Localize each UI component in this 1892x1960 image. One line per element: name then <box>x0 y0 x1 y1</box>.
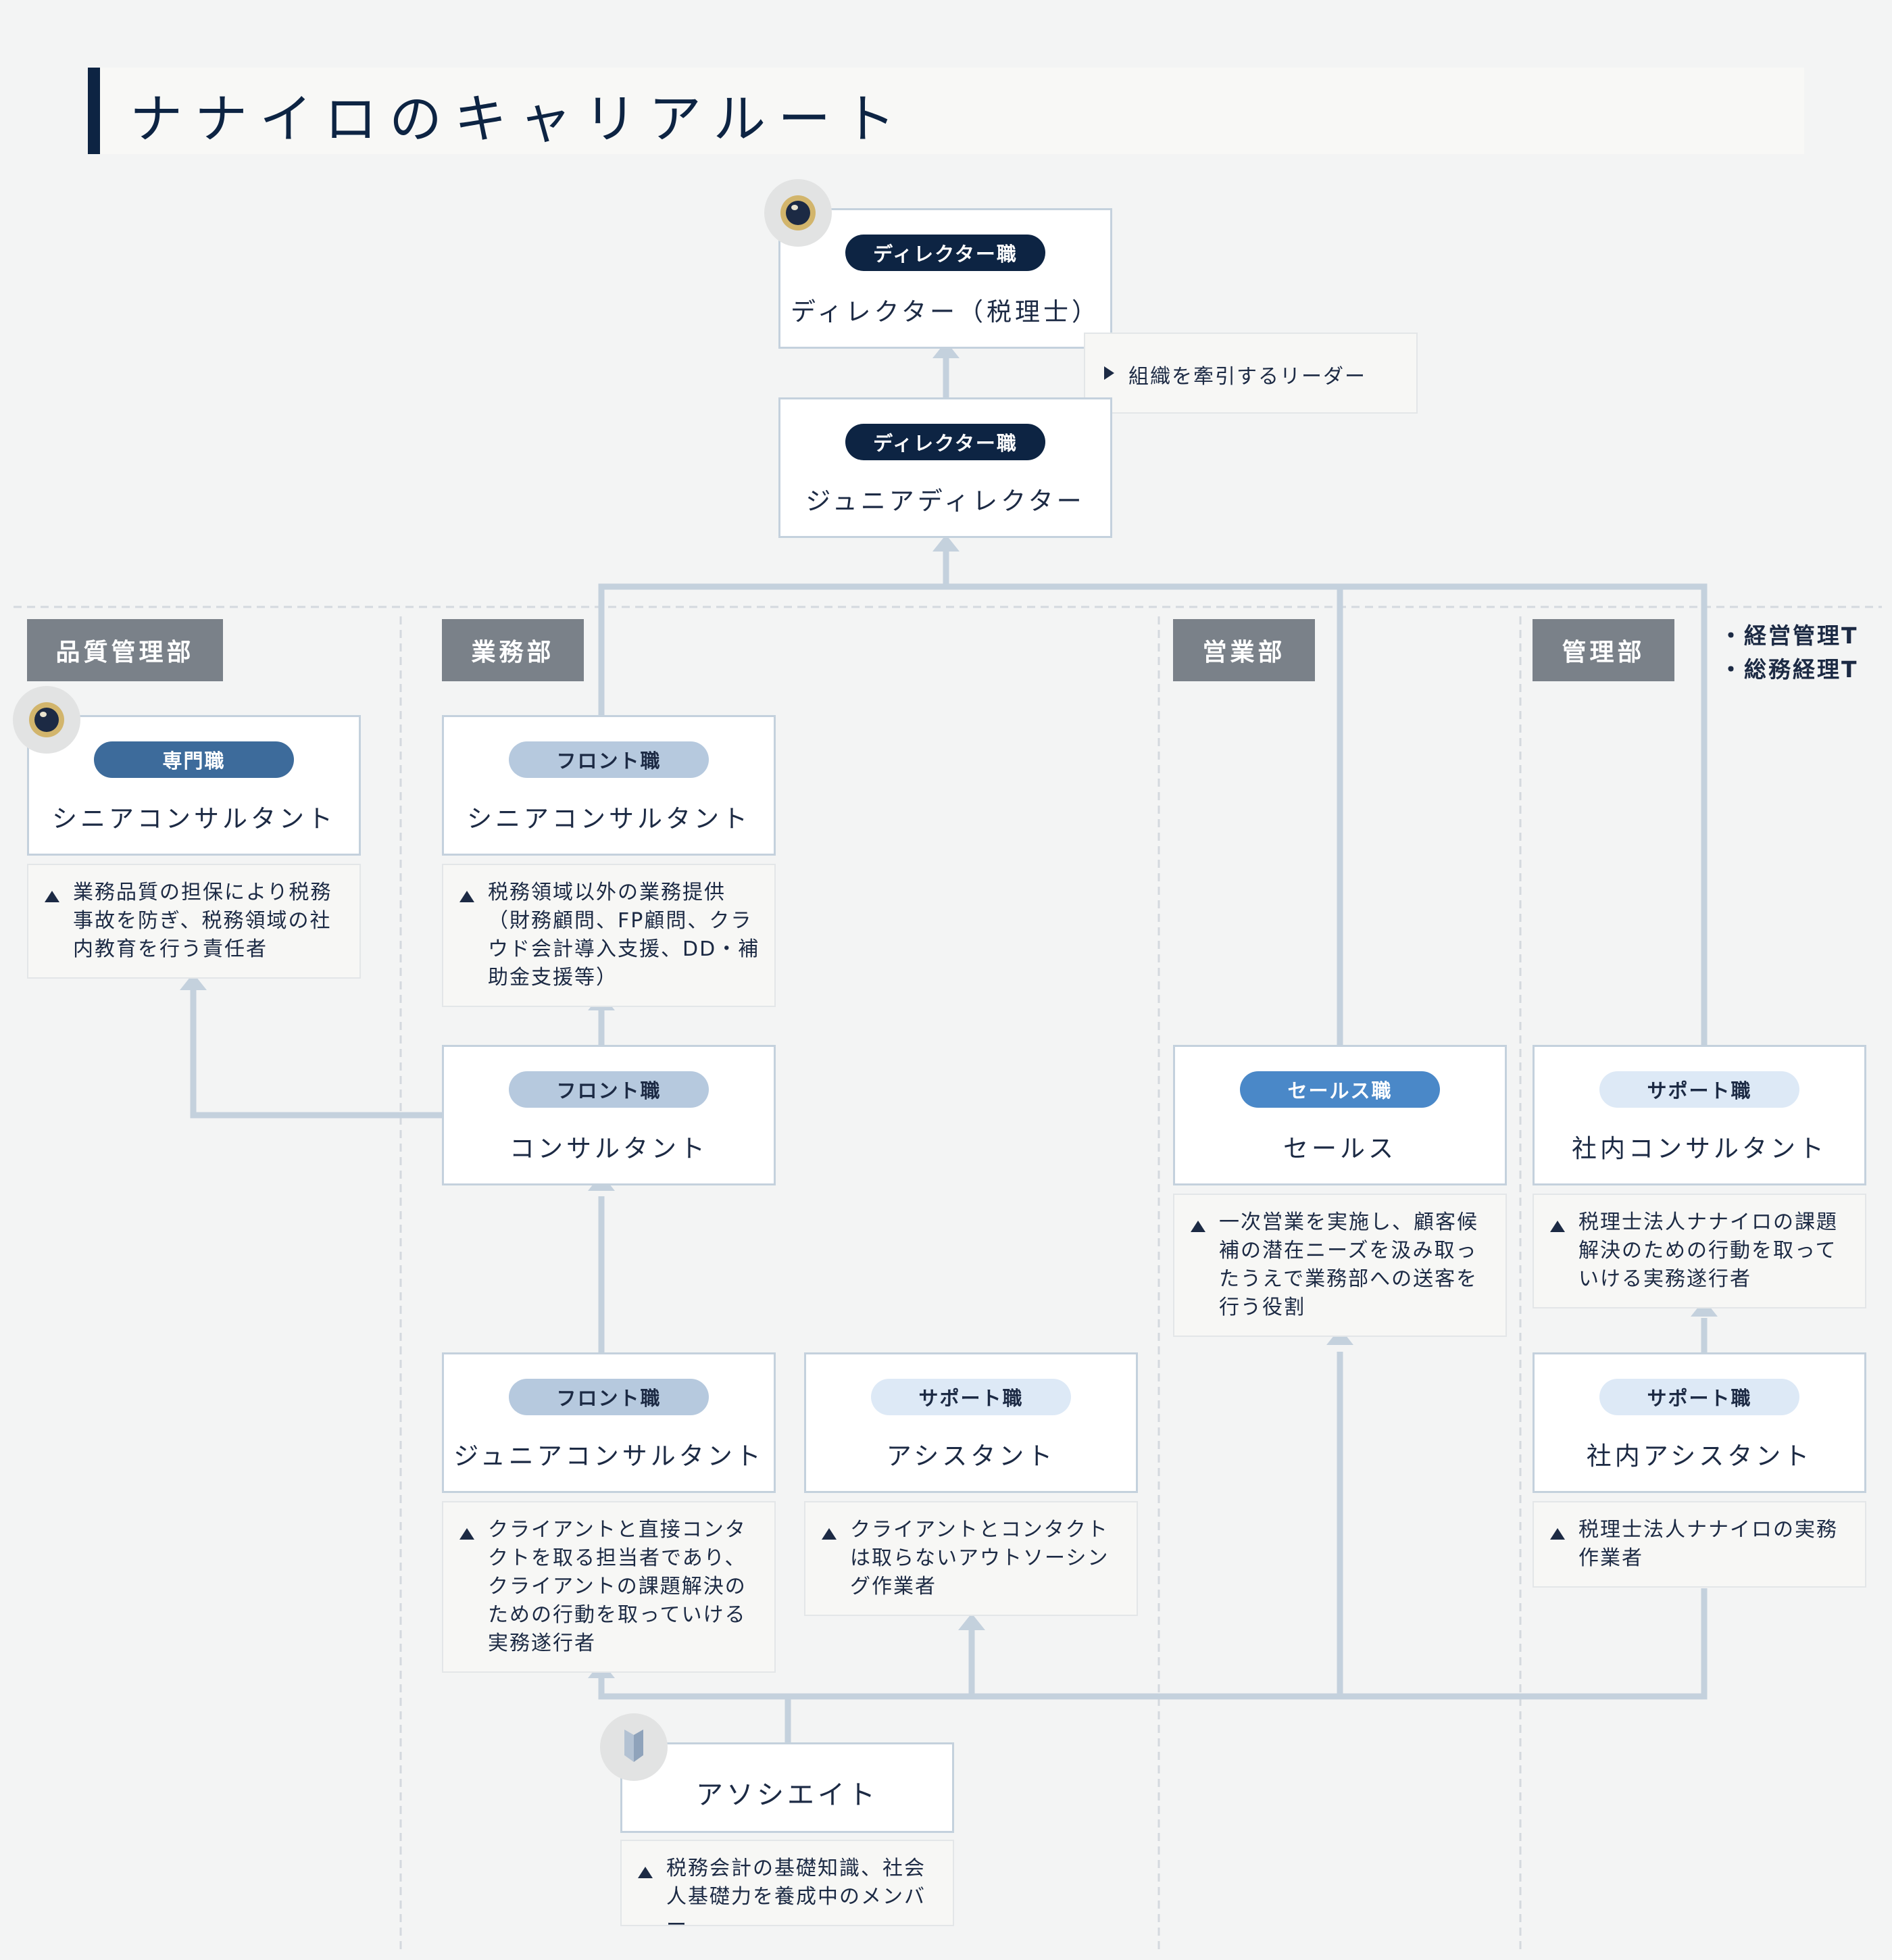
role-note: 税務会計の基礎知識、社会人基礎力を養成中のメンバー <box>620 1840 954 1937</box>
note-text: 税理士法人ナナイロの課題解決のための行動を取っていける実務遂行者 <box>1578 1210 1838 1291</box>
role-card-associate: アソシエイト <box>620 1742 954 1833</box>
role-title: 社内コンサルタント <box>1572 1134 1827 1163</box>
role-note: 税務領域以外の業務提供（財務顧問、FP顧問、クラウド会計導入支援、DD・補助金支… <box>442 864 776 1007</box>
beginner-mark-icon <box>600 1713 668 1781</box>
director-note: 組織を牽引するリーダー <box>1084 333 1418 414</box>
medal-icon <box>13 686 80 754</box>
triangle-icon <box>459 891 474 902</box>
role-category-pill: フロント職 <box>509 741 709 778</box>
role-note: クライアントと直接コンタクトを取る担当者であり、クライアントの課題解決のための行… <box>442 1501 776 1673</box>
role-card-consultant: フロント職 コンサルタント <box>442 1045 776 1185</box>
role-category-pill: フロント職 <box>509 1379 709 1415</box>
role-category-pill: 専門職 <box>94 741 294 778</box>
role-category-pill: フロント職 <box>509 1071 709 1108</box>
admin-team-list: ・経営管理T ・総務経理T <box>1720 619 1859 687</box>
role-card-sales: セールス職 セールス <box>1173 1045 1507 1185</box>
triangle-icon <box>45 891 59 902</box>
note-text: 税理士法人ナナイロの実務作業者 <box>1578 1518 1838 1570</box>
role-card-director: ディレクター職 ディレクター（税理士） <box>778 208 1112 349</box>
triangle-icon <box>638 1867 653 1878</box>
role-title: ジュニアディレクター <box>805 487 1085 516</box>
page-title: ナナイロのキャリアルート <box>130 89 908 150</box>
role-card-quality-senior: 専門職 シニアコンサルタント <box>27 715 361 856</box>
note-text: 税務領域以外の業務提供（財務顧問、FP顧問、クラウド会計導入支援、DD・補助金支… <box>488 881 760 989</box>
triangle-icon <box>459 1528 474 1540</box>
triangle-icon <box>1191 1221 1205 1232</box>
title-bar: ナナイロのキャリアルート <box>88 68 1804 154</box>
role-title: シニアコンサルタント <box>467 804 751 833</box>
role-title: アシスタント <box>886 1442 1056 1471</box>
title-accent <box>88 68 100 154</box>
role-card-junior-consultant: フロント職 ジュニアコンサルタント <box>442 1352 776 1493</box>
note-text: クライアントとコンタクトは取らないアウトソーシング作業者 <box>850 1518 1110 1598</box>
note-text: 組織を牽引するリーダー <box>1128 365 1366 389</box>
note-text: 業務品質の担保により税務事故を防ぎ、税務領域の社内教育を行う責任者 <box>73 881 332 961</box>
role-note: クライアントとコンタクトは取らないアウトソーシング作業者 <box>804 1501 1138 1616</box>
note-text: 税務会計の基礎知識、社会人基礎力を養成中のメンバー <box>666 1857 926 1937</box>
role-note: 業務品質の担保により税務事故を防ぎ、税務領域の社内教育を行う責任者 <box>27 864 361 979</box>
role-category-pill: セールス職 <box>1240 1071 1440 1108</box>
triangle-icon <box>1550 1221 1565 1232</box>
role-category-pill: ディレクター職 <box>845 235 1045 271</box>
role-title: コンサルタント <box>509 1134 708 1163</box>
dept-sales: 営業部 <box>1173 619 1315 681</box>
role-title: 社内アシスタント <box>1586 1442 1813 1471</box>
role-category-pill: サポート職 <box>871 1379 1071 1415</box>
role-title: ジュニアコンサルタント <box>453 1442 764 1471</box>
role-title: セールス <box>1283 1134 1397 1163</box>
dept-quality: 品質管理部 <box>27 619 223 681</box>
role-card-assistant: サポート職 アシスタント <box>804 1352 1138 1493</box>
role-card-front-senior: フロント職 シニアコンサルタント <box>442 715 776 856</box>
role-title: アソシエイト <box>696 1780 878 1811</box>
role-note: 一次営業を実施し、顧客候補の潜在ニーズを汲み取ったうえで業務部への送客を行う役割 <box>1173 1194 1507 1337</box>
medal-icon <box>764 179 832 247</box>
admin-team-item: ・経営管理T <box>1720 622 1859 649</box>
role-card-internal-assistant: サポート職 社内アシスタント <box>1533 1352 1866 1493</box>
role-category-pill: ディレクター職 <box>845 424 1045 460</box>
role-category-pill: サポート職 <box>1599 1379 1799 1415</box>
triangle-icon <box>1550 1528 1565 1540</box>
role-title: ディレクター（税理士） <box>791 297 1100 326</box>
role-card-internal-consultant: サポート職 社内コンサルタント <box>1533 1045 1866 1185</box>
role-card-junior-director: ディレクター職 ジュニアディレクター <box>778 397 1112 538</box>
triangle-icon <box>822 1528 837 1540</box>
admin-team-item: ・総務経理T <box>1720 656 1859 683</box>
role-note: 税理士法人ナナイロの課題解決のための行動を取っていける実務遂行者 <box>1533 1194 1866 1308</box>
caret-right-icon <box>1104 366 1114 380</box>
note-text: クライアントと直接コンタクトを取る担当者であり、クライアントの課題解決のための行… <box>488 1518 747 1655</box>
note-text: 一次営業を実施し、顧客候補の潜在ニーズを汲み取ったうえで業務部への送客を行う役割 <box>1219 1210 1478 1319</box>
role-title: シニアコンサルタント <box>52 804 336 833</box>
role-note: 税理士法人ナナイロの実務作業者 <box>1533 1501 1866 1588</box>
dept-business: 業務部 <box>442 619 584 681</box>
dept-admin: 管理部 <box>1533 619 1674 681</box>
role-category-pill: サポート職 <box>1599 1071 1799 1108</box>
